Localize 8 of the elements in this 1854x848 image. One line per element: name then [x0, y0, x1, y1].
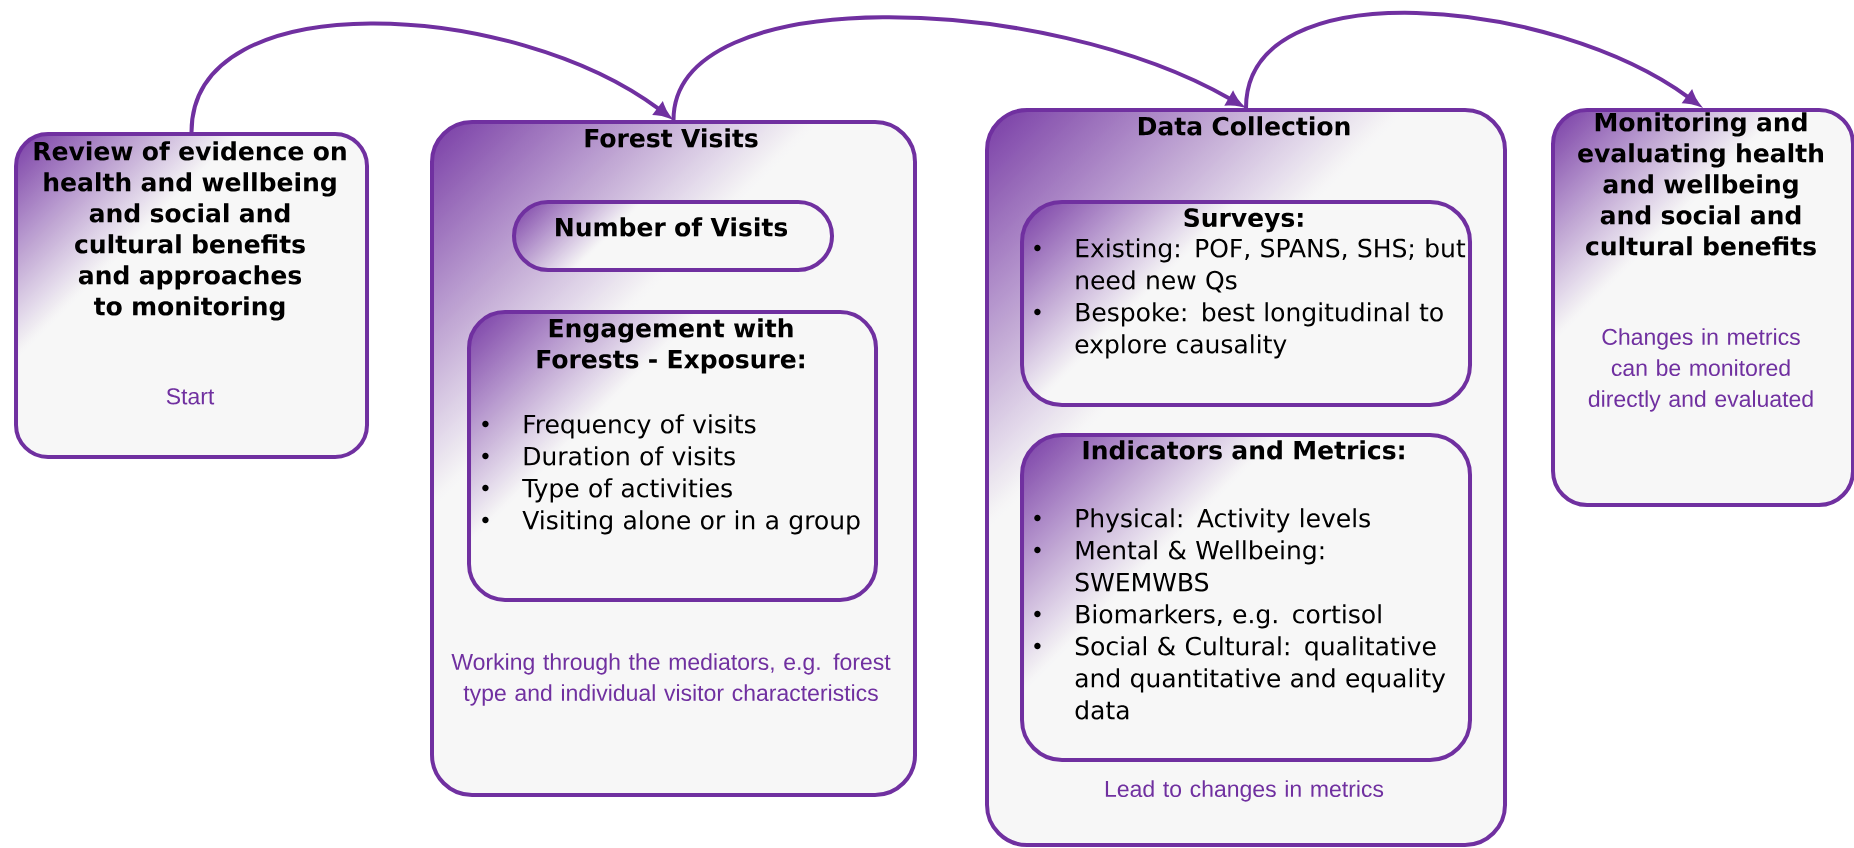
arrow: [671, 15, 1242, 121]
rounded-box: Number of Visits: [512, 200, 834, 272]
arrow: [189, 21, 670, 133]
rounded-box: Monitoring and evaluating health and wellbeing and social and cultural benefits Changes in metrics can be monitored directly and evaluated: [1551, 108, 1854, 507]
rounded-box: Surveys: Existing: POF, SPANS, SHS; but need new Qs Bespoke: best longitudinal to explore causality: [1020, 200, 1472, 407]
rounded-box: Engagement with Forests - Exposure: Frequency of visits Duration of visits Type of activities Visiting alone or in a group: [467, 310, 878, 602]
rounded-box: Review of evidence on health and wellbeing and social and cultural benefits and approaches to monitoring Start: [14, 132, 369, 459]
rounded-box: Indicators and Metrics: Physical: Activity levels Mental & Wellbeing: SWEMWBS Biomarkers, e.g. cortisol Social & Cultural: qualitative and quantitative and equality data: [1020, 433, 1472, 762]
